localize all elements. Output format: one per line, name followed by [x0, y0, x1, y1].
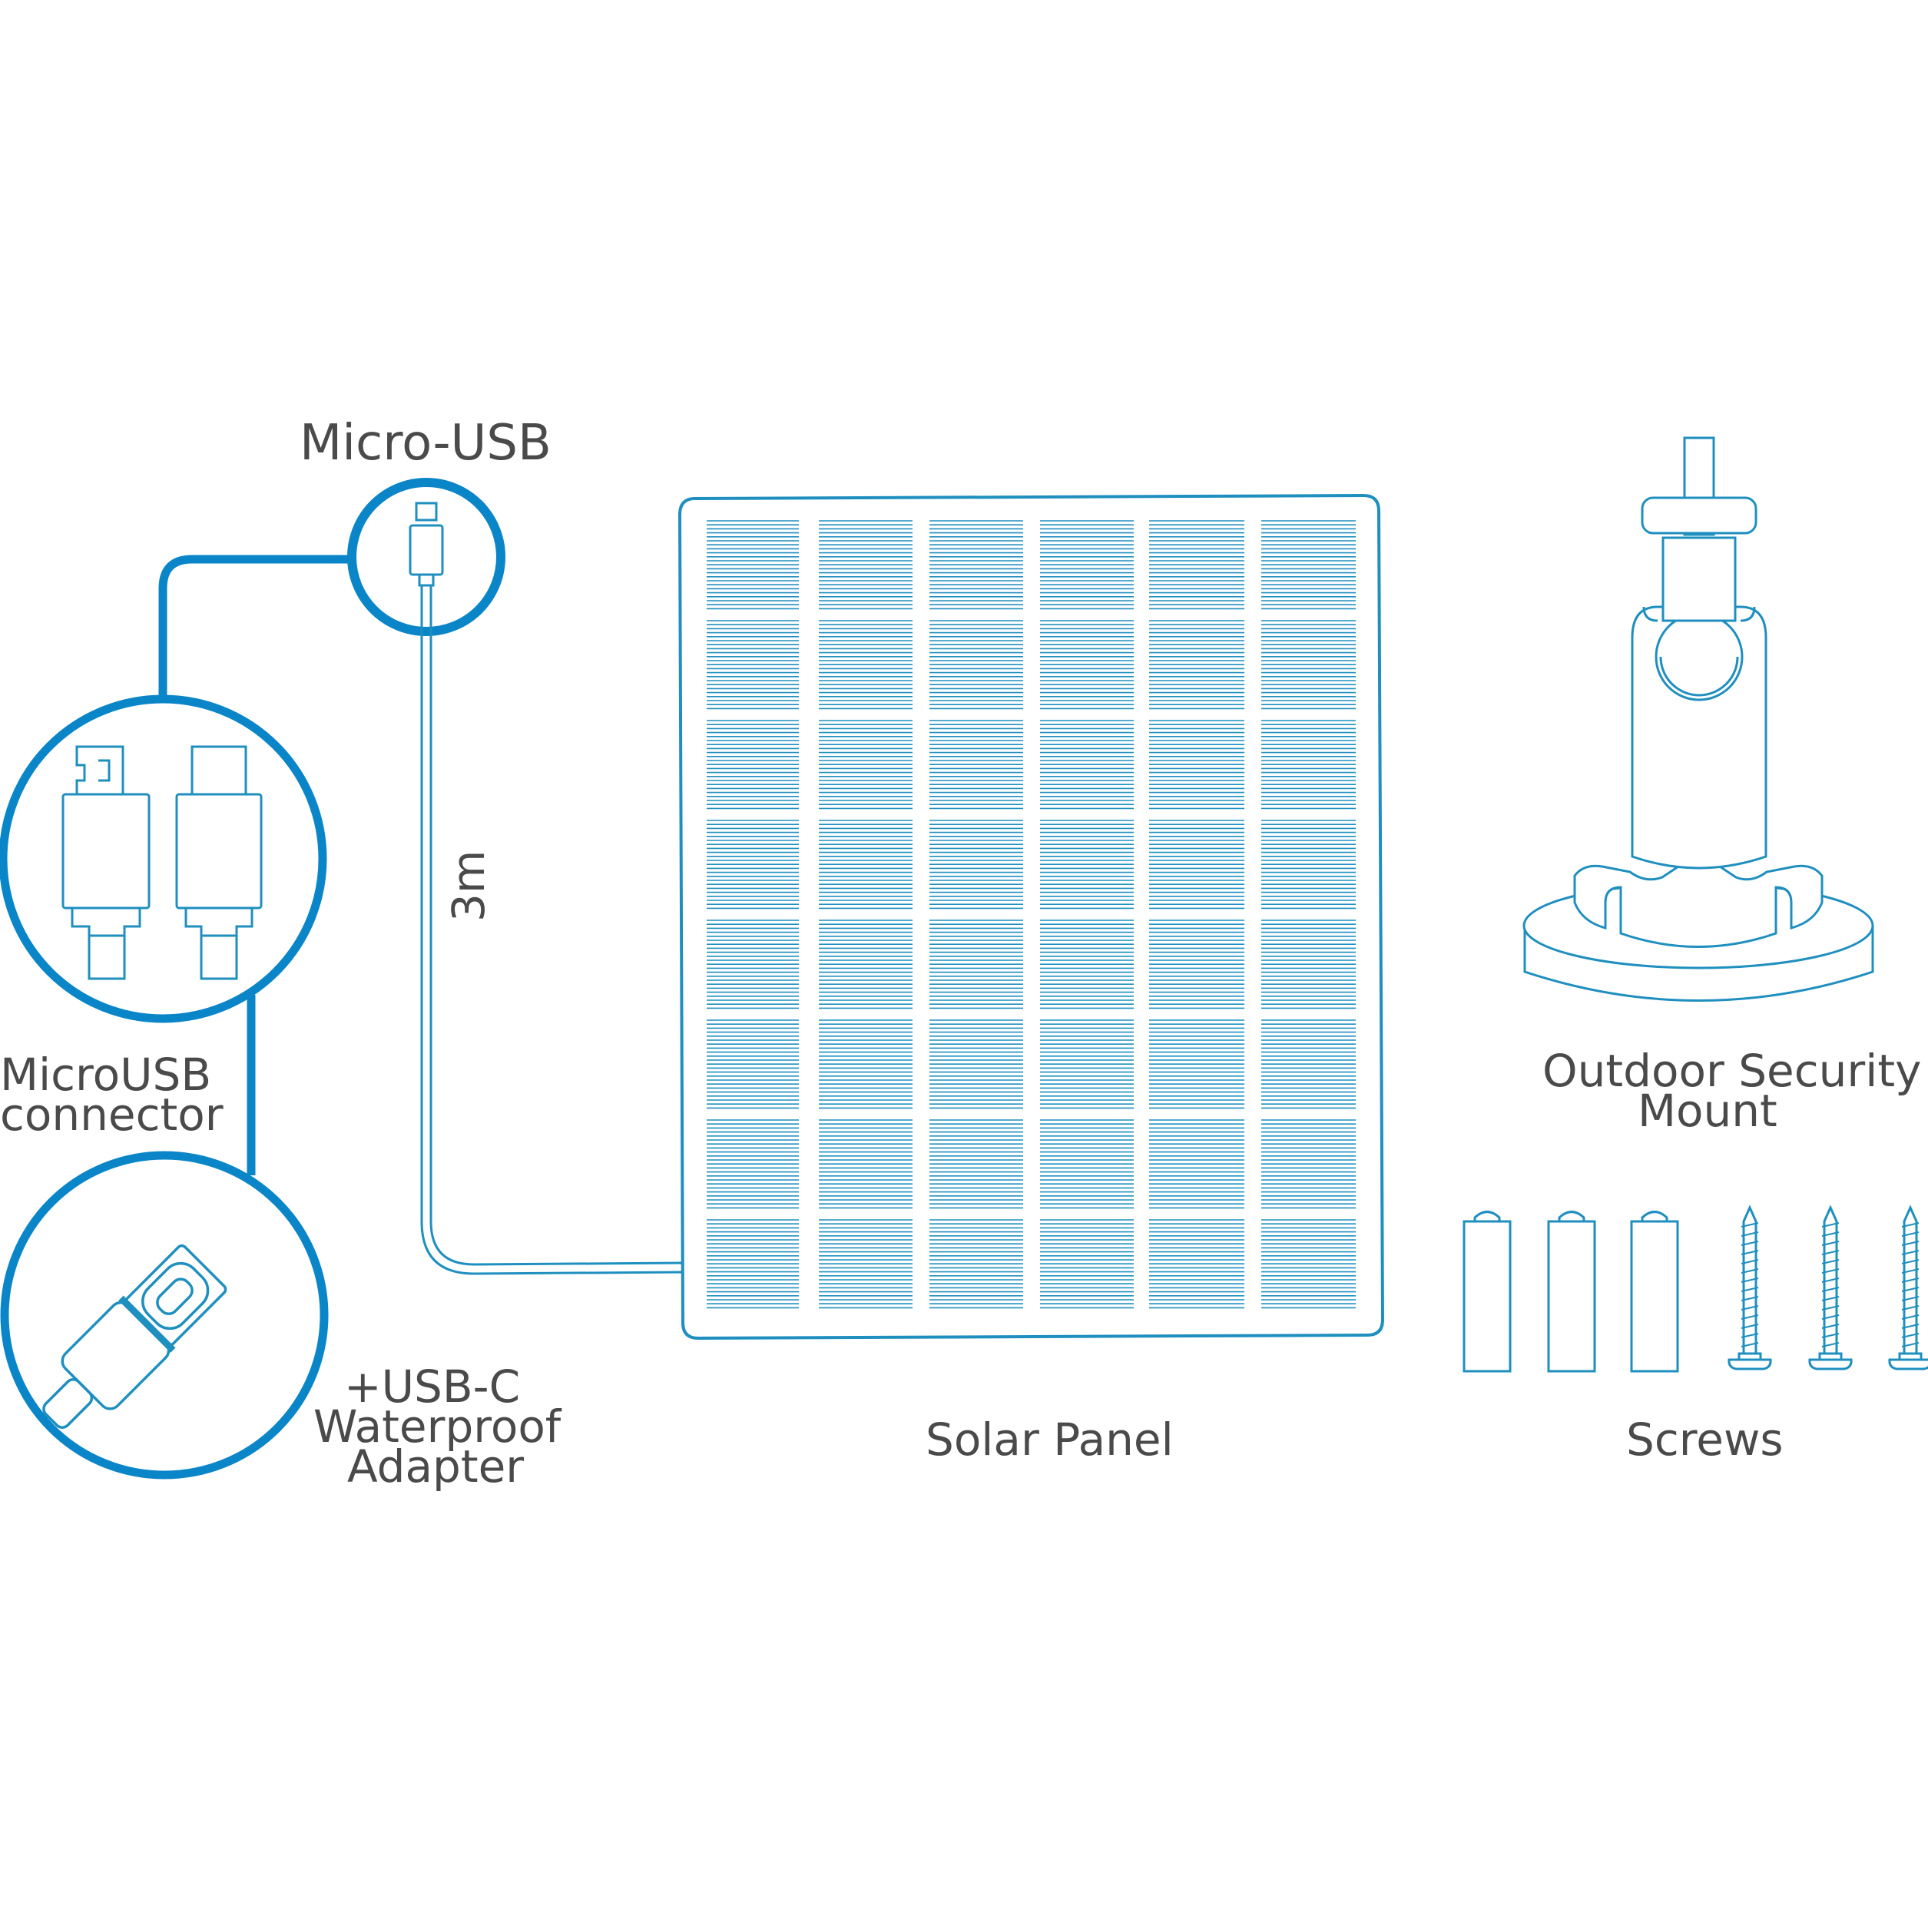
- cable: [420, 585, 684, 1275]
- security-mount-icon: [1522, 436, 1874, 1002]
- screw-icon: [1888, 1205, 1928, 1370]
- wall-plug-icon: [1547, 1211, 1596, 1373]
- usbc-adapter-label-line1: +USB-C: [344, 1360, 521, 1413]
- micro-usb-label: Micro-USB: [300, 415, 552, 472]
- screw-icon: [1728, 1205, 1772, 1370]
- wall-plug-icon: [1630, 1211, 1679, 1373]
- micro-usb-plug-icon: [409, 502, 444, 587]
- solar-panel-label: Solar Panel: [926, 1413, 1174, 1466]
- wall-plug-icon: [1463, 1211, 1512, 1373]
- connection-lines: [158, 555, 352, 1175]
- microusb-connector-label-line2: connector: [0, 1089, 224, 1141]
- connector-link-line: [158, 555, 352, 699]
- outdoor-mount-label-line2: Mount: [1638, 1085, 1777, 1137]
- microusb-connector-label-line1: MicroUSB: [0, 1049, 212, 1101]
- solar-panel-icon: [677, 493, 1385, 1340]
- usbc-adapter-label-line3: Adapter: [347, 1440, 525, 1493]
- screws-group: [1463, 1205, 1928, 1373]
- micro-usb-connector-icon: [61, 745, 151, 980]
- usbc-adapter-circle: [0, 1151, 329, 1480]
- microusb-connector-circle: [0, 694, 327, 1023]
- screws-label: Screws: [1626, 1413, 1784, 1466]
- screw-icon: [1808, 1205, 1853, 1370]
- usb-c-connector-icon: [175, 745, 263, 980]
- usbc-adapter-label-line2: Waterproof: [313, 1400, 562, 1453]
- micro-usb-circle: [347, 478, 505, 636]
- solar-cells: [707, 520, 1356, 1309]
- cable-length-label: 3m: [442, 850, 495, 922]
- usb-c-waterproof-adapter-icon: [42, 1244, 227, 1429]
- outdoor-mount-label-line1: Outdoor Security: [1542, 1045, 1922, 1097]
